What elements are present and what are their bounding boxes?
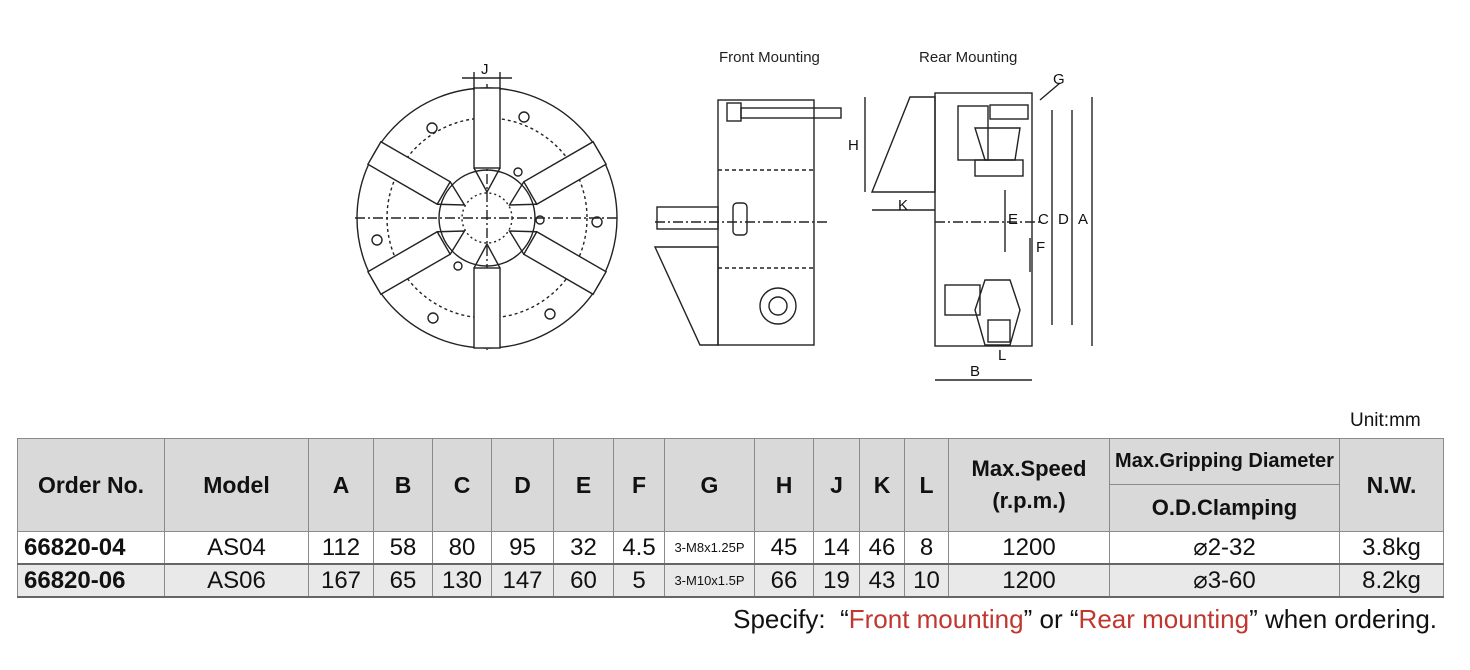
header-model: Model: [164, 438, 309, 532]
dim-label-k: K: [898, 197, 908, 214]
cell-g: 3-M10x1.5P: [664, 563, 755, 598]
cell-nw: 8.2kg: [1339, 563, 1444, 598]
dim-label-j: J: [481, 61, 489, 78]
cell-c: 80: [432, 531, 492, 565]
cell-a: 167: [308, 563, 374, 598]
cell-a: 112: [308, 531, 374, 565]
table-row: 66820-04 AS04 112 58 80 95 32 4.5 3-M8x1…: [17, 531, 1444, 565]
header-order-no: Order No.: [17, 438, 165, 532]
cell-order-no: 66820-04: [17, 531, 165, 565]
technical-drawing: J G H K E C D A F L B: [355, 61, 1093, 381]
header-max-speed: Max.Speed (r.p.m.): [948, 438, 1110, 532]
header-e: E: [553, 438, 614, 532]
cell-order-no: 66820-06: [17, 563, 165, 598]
cell-model: AS04: [164, 531, 309, 565]
dim-label-f: F: [1036, 239, 1045, 256]
header-l: L: [904, 438, 949, 532]
rear-mounting-view: [864, 82, 1093, 381]
header-j: J: [813, 438, 860, 532]
header-k: K: [859, 438, 905, 532]
cell-b: 58: [373, 531, 433, 565]
header-a: A: [308, 438, 374, 532]
unit-label: Unit:mm: [1350, 410, 1421, 431]
dim-label-h: H: [848, 137, 859, 154]
cell-f: 4.5: [613, 531, 665, 565]
header-d: D: [491, 438, 554, 532]
cell-nw: 3.8kg: [1339, 531, 1444, 565]
front-mounting-view: [653, 99, 842, 346]
note-quote-close-2: ”: [1249, 604, 1258, 634]
note-or: or: [1039, 604, 1063, 634]
cell-grip: ⌀3-60: [1109, 563, 1340, 598]
front-mounting-caption: Front Mounting: [719, 49, 820, 66]
header-od-clamping: O.D.Clamping: [1109, 483, 1340, 533]
cell-speed: 1200: [948, 563, 1110, 598]
note-quote-open-1: “: [840, 604, 849, 634]
spec-table: Order No. Model A B C D E F G H J K L Ma…: [17, 438, 1444, 598]
dim-label-l: L: [998, 347, 1006, 364]
cell-e: 32: [553, 531, 614, 565]
dim-label-c: C: [1038, 211, 1049, 228]
header-c: C: [432, 438, 492, 532]
cell-l: 8: [904, 531, 949, 565]
header-h: H: [754, 438, 814, 532]
cell-c: 130: [432, 563, 492, 598]
cell-g: 3-M8x1.25P: [664, 531, 755, 565]
dim-label-a: A: [1078, 211, 1088, 228]
note-quote-open-2: “: [1069, 604, 1079, 634]
note-when-ordering: when ordering.: [1265, 604, 1437, 634]
cell-speed: 1200: [948, 531, 1110, 565]
dim-label-b: B: [970, 363, 980, 380]
header-nw: N.W.: [1339, 438, 1444, 532]
cell-d: 95: [491, 531, 554, 565]
note-specify: Specify:: [733, 604, 826, 634]
header-f: F: [613, 438, 665, 532]
cell-d: 147: [491, 563, 554, 598]
cell-model: AS06: [164, 563, 309, 598]
cell-grip: ⌀2-32: [1109, 531, 1340, 565]
note-front-mounting: Front mounting: [848, 604, 1024, 634]
dim-label-d: D: [1058, 211, 1069, 228]
rear-mounting-caption: Rear Mounting: [919, 49, 1018, 66]
cell-j: 14: [813, 531, 860, 565]
ordering-note: Specify: “Front mounting” or “Rear mount…: [733, 604, 1437, 635]
header-g: G: [664, 438, 755, 532]
header-max-speed-line2: (r.p.m.): [992, 488, 1066, 513]
cell-f: 5: [613, 563, 665, 598]
cell-k: 43: [859, 563, 905, 598]
chuck-front-view: [355, 72, 620, 350]
header-b: B: [373, 438, 433, 532]
cell-b: 65: [373, 563, 433, 598]
cell-l: 10: [904, 563, 949, 598]
cell-e: 60: [553, 563, 614, 598]
cell-h: 45: [754, 531, 814, 565]
note-rear-mounting: Rear mounting: [1078, 604, 1250, 634]
cell-j: 19: [813, 563, 860, 598]
header-max-gripping: Max.Gripping Diameter: [1109, 438, 1340, 485]
note-quote-close-1: ”: [1023, 604, 1033, 634]
table-row: 66820-06 AS06 167 65 130 147 60 5 3-M10x…: [17, 563, 1444, 598]
dim-label-g: G: [1053, 71, 1065, 88]
cell-k: 46: [859, 531, 905, 565]
cell-h: 66: [754, 563, 814, 598]
header-max-speed-line1: Max.Speed: [971, 456, 1087, 481]
dim-label-e: E: [1008, 211, 1018, 228]
